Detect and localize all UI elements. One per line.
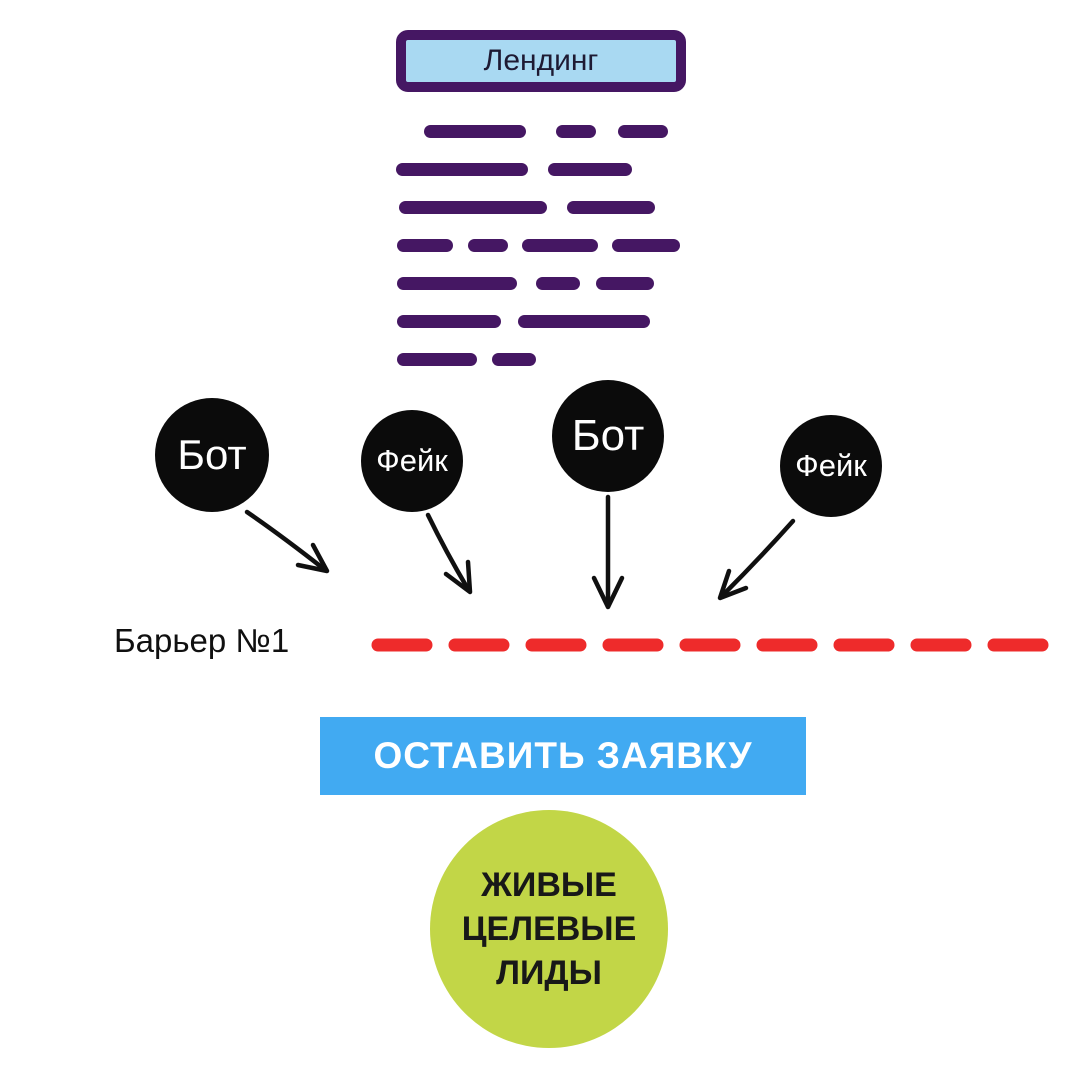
traffic-circle-label: Фейк [795, 448, 867, 483]
traffic-circle-label: Бот [177, 431, 247, 478]
text-line-dash [468, 239, 508, 252]
text-line-dash [596, 277, 654, 290]
text-line-dash [522, 239, 598, 252]
text-line-dash [518, 315, 650, 328]
text-line-dash [397, 353, 477, 366]
text-line-dash [399, 201, 547, 214]
text-line-dash [548, 163, 632, 176]
traffic-circle-1: Бот [155, 398, 269, 512]
traffic-circle-label: Фейк [376, 443, 448, 478]
barrier-label: Барьер №1 [114, 622, 290, 659]
text-line-dash [424, 125, 526, 138]
traffic-circle-2: Фейк [361, 410, 463, 512]
landing-title: Лендинг [483, 44, 599, 77]
text-line-dash [397, 239, 453, 252]
text-line-dash [612, 239, 680, 252]
text-line-dash [536, 277, 580, 290]
traffic-circle-4: Фейк [780, 415, 882, 517]
landing-box: Лендинг [396, 30, 686, 92]
text-line-dash [397, 277, 517, 290]
arrow-bot-1 [244, 509, 330, 574]
arrow-fake-1 [425, 512, 473, 595]
result-line-1: ЖИВЫЕ [481, 865, 617, 904]
result-circle: ЖИВЫЕ ЦЕЛЕВЫЕ ЛИДЫ [430, 810, 668, 1048]
cta-button: ОСТАВИТЬ ЗАЯВКУ [320, 717, 806, 795]
text-line-dash [567, 201, 655, 214]
result-line-2: ЦЕЛЕВЫЕ [461, 909, 637, 948]
traffic-circle-label: Бот [571, 411, 645, 460]
text-line-dash [396, 163, 528, 176]
text-line-dash [397, 315, 501, 328]
traffic-circle-3: Бот [552, 380, 664, 492]
arrow-bot-2 [591, 494, 625, 610]
text-line-dash [556, 125, 596, 138]
cta-label: ОСТАВИТЬ ЗАЯВКУ [373, 735, 753, 776]
arrow-fake-2 [717, 518, 796, 601]
text-line-dash [618, 125, 668, 138]
text-line-dash [492, 353, 536, 366]
result-line-3: ЛИДЫ [496, 954, 602, 993]
